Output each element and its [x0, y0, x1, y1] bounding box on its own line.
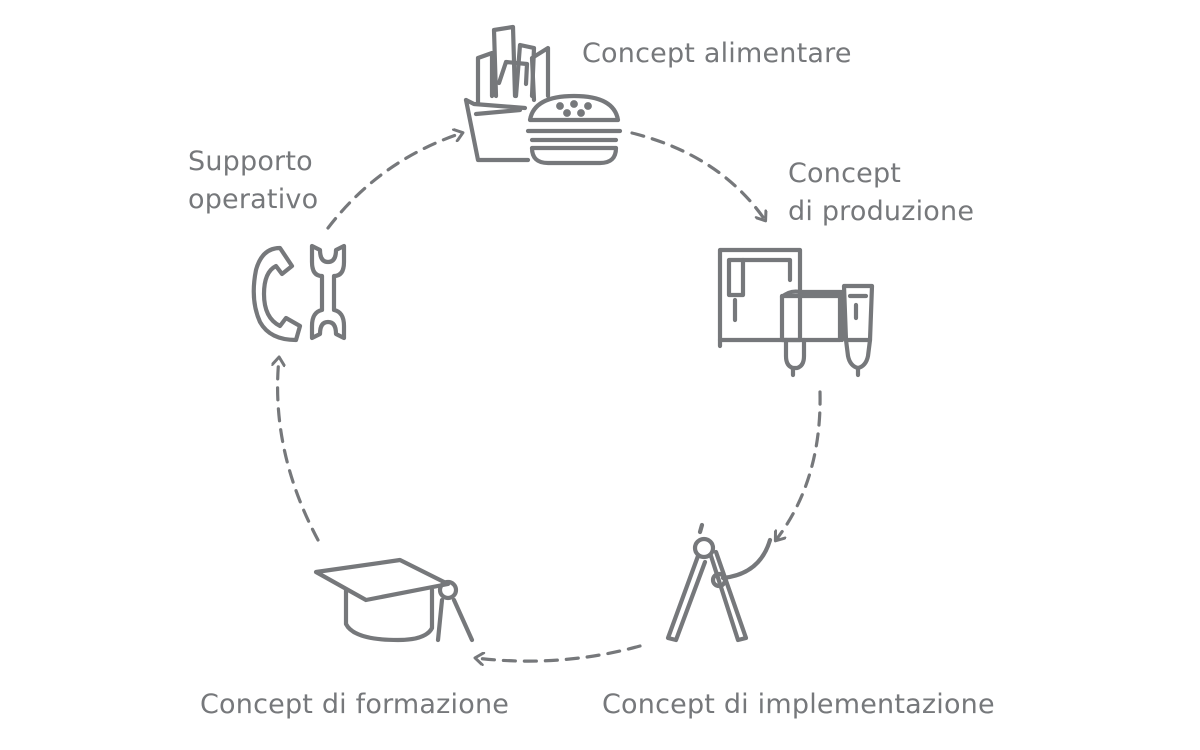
arrow-formazione-to-supporto — [278, 358, 320, 542]
graduation-cap-icon — [313, 557, 475, 643]
label-concept-produzione: Concept di produzione — [788, 155, 974, 231]
label-line: Concept di implementazione — [602, 689, 995, 720]
label-supporto-operativo: Supporto operativo — [188, 143, 318, 219]
production-equipment-icon — [717, 247, 875, 378]
label-line: di produzione — [788, 196, 975, 227]
label-concept-alimentare: Concept alimentare — [582, 35, 852, 73]
fries-burger-icon — [463, 24, 623, 166]
label-line: Supporto — [188, 146, 313, 177]
arrow-produzione-to-implementazione — [776, 390, 822, 540]
phone-wrench-icon — [251, 243, 347, 343]
arrow-implementazione-to-formazione — [476, 644, 642, 661]
label-line: Concept — [788, 158, 902, 189]
arrow-alimentare-to-produzione — [630, 131, 765, 220]
label-concept-implementazione: Concept di implementazione — [602, 686, 995, 724]
compass-icon — [665, 522, 773, 643]
label-line: operativo — [188, 184, 319, 215]
label-line: Concept alimentare — [582, 38, 852, 69]
arrow-supporto-to-alimentare — [326, 133, 462, 230]
label-line: Concept di formazione — [200, 689, 510, 720]
label-concept-formazione: Concept di formazione — [200, 686, 509, 724]
cycle-arrows — [278, 131, 822, 661]
